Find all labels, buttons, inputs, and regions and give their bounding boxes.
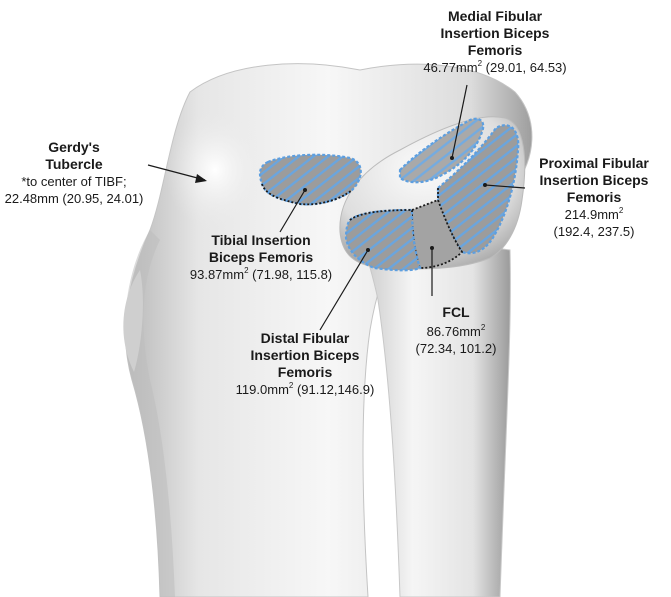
tibial-value-line: 93.87mm2 (71.98, 115.8) bbox=[155, 266, 367, 283]
fcl-title: FCL bbox=[396, 304, 516, 321]
tibial-title-line-2: Biceps Femoris bbox=[175, 249, 347, 266]
gerdy-title-line-2: Tubercle bbox=[4, 156, 144, 173]
fcl-label: FCL 86.76mm2 (72.34, 101.2) bbox=[396, 304, 516, 357]
medial-title-line-1: Medial Fibular bbox=[405, 8, 585, 25]
distal-title-line-3: Femoris bbox=[225, 364, 385, 381]
gerdy-note: *to center of TIBF; bbox=[4, 173, 144, 190]
medial-title-line-2: Insertion Biceps bbox=[405, 25, 585, 42]
fcl-leader-dot bbox=[430, 246, 434, 250]
tibial-area: 93.87mm bbox=[190, 267, 244, 282]
proximal-title-line-2: Insertion Biceps bbox=[520, 172, 668, 189]
proximal-label: Proximal Fibular Insertion Biceps Femori… bbox=[520, 155, 668, 240]
fcl-unit-sup: 2 bbox=[481, 323, 485, 332]
distal-value-line: 119.0mm2 (91.12,146.9) bbox=[205, 381, 405, 398]
medial-title-line-3: Femoris bbox=[405, 42, 585, 59]
tibial-label: Tibial Insertion Biceps Femoris 93.87mm2… bbox=[175, 232, 347, 283]
proximal-title-line-3: Femoris bbox=[520, 189, 668, 206]
distal-area: 119.0mm bbox=[236, 382, 289, 397]
proximal-unit-sup: 2 bbox=[619, 206, 623, 215]
distal-leader-dot bbox=[366, 248, 370, 252]
tibial-ci: (71.98, 115.8) bbox=[249, 267, 333, 282]
medial-value-line: 46.77mm2 (29.01, 64.53) bbox=[385, 59, 605, 76]
medial-ci: (29.01, 64.53) bbox=[482, 60, 567, 75]
fcl-area-line: 86.76mm2 bbox=[396, 323, 516, 340]
gerdy-title-line-1: Gerdy's bbox=[4, 139, 144, 156]
distal-title-line-1: Distal Fibular bbox=[225, 330, 385, 347]
proximal-title-line-1: Proximal Fibular bbox=[520, 155, 668, 172]
medial-leader-dot bbox=[450, 156, 454, 160]
medial-label: Medial Fibular Insertion Biceps Femoris … bbox=[405, 8, 585, 76]
tibial-leader-dot bbox=[303, 188, 307, 192]
fibula-bone bbox=[360, 230, 510, 597]
tibial-title-line-1: Tibial Insertion bbox=[175, 232, 347, 249]
gerdy-distance: 22.48mm (20.95, 24.01) bbox=[0, 190, 164, 207]
proximal-area-line: 214.9mm2 bbox=[520, 206, 668, 223]
proximal-leader-dot bbox=[483, 183, 487, 187]
gerdy-tubercle-bump bbox=[165, 110, 265, 230]
distal-ci: (91.12,146.9) bbox=[293, 382, 374, 397]
gerdy-label: Gerdy's Tubercle *to center of TIBF; 22.… bbox=[4, 139, 144, 207]
distal-label: Distal Fibular Insertion Biceps Femoris … bbox=[225, 330, 385, 398]
medial-area: 46.77mm bbox=[423, 60, 477, 75]
proximal-ci: (192.4, 237.5) bbox=[520, 223, 668, 240]
fcl-ci: (72.34, 101.2) bbox=[396, 340, 516, 357]
proximal-area: 214.9mm bbox=[565, 207, 619, 222]
fcl-area: 86.76mm bbox=[427, 324, 481, 339]
distal-title-line-2: Insertion Biceps bbox=[225, 347, 385, 364]
